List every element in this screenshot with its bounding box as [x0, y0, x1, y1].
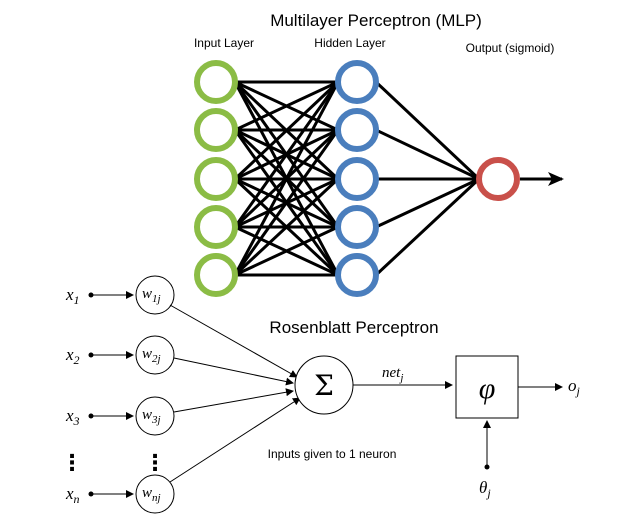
mlp-title: Multilayer Perceptron (MLP): [270, 11, 482, 30]
activation-symbol: φ: [479, 372, 496, 405]
input-hidden-edge: [234, 80, 339, 132]
hidden-output-edge: [375, 128, 480, 181]
hidden-node-3: [335, 157, 379, 201]
inputs-caption: Inputs given to 1 neuron: [268, 447, 397, 461]
input-row-3: x3 w3j: [65, 388, 294, 436]
input-hidden-edge: [233, 177, 340, 277]
input-row-n: xn wnj: [65, 397, 301, 514]
weight-to-sum-edge: [169, 397, 301, 483]
hidden-layer-label: Hidden Layer: [314, 36, 385, 50]
input-hidden-edge: [233, 81, 340, 228]
input-hidden-edge: [234, 225, 339, 277]
hidden-node-5: [335, 253, 379, 297]
ellipsis-weights: ⋮: [144, 450, 166, 475]
mlp-nodes: [194, 60, 520, 297]
input-node-5: [194, 253, 238, 297]
input-row-1: x1 w1j: [65, 275, 298, 378]
weight-to-sum-edge: [173, 388, 294, 413]
hidden-node-2: [335, 108, 379, 152]
input-node-3: [194, 157, 238, 201]
weight-label-w3j: w3j: [142, 407, 161, 426]
weight-label-w1j: w1j: [142, 286, 161, 305]
input-node-1: [194, 60, 238, 104]
weight-node-1: [135, 275, 175, 315]
output-node: [476, 157, 520, 201]
input-hidden-edge: [233, 80, 340, 181]
weight-to-sum-edge: [173, 357, 294, 386]
mlp-connections: [233, 80, 481, 277]
input-node-4: [194, 205, 238, 249]
output-layer-label: Output (sigmoid): [466, 41, 555, 55]
weight-node-n: [135, 474, 175, 514]
activation-box: [455, 355, 519, 419]
hidden-node-1: [335, 60, 379, 104]
input-label-x3: x3: [65, 406, 80, 428]
weight-node-2: [135, 335, 175, 375]
hidden-output-edge: [374, 177, 481, 277]
threshold-label: θj: [479, 478, 491, 500]
input-node-2: [194, 108, 238, 152]
rosenblatt-section: Rosenblatt Perceptron x1 w1j x2 w2j x3 w…: [61, 275, 581, 514]
hidden-node-4: [335, 205, 379, 249]
hidden-output-edge: [374, 80, 481, 181]
net-label: netj: [382, 365, 403, 384]
weight-node-3: [135, 396, 175, 436]
input-layer-label: Input Layer: [194, 36, 254, 50]
input-hidden-edge: [233, 129, 340, 276]
ellipsis-inputs: ⋮: [61, 450, 83, 475]
weight-label-w2j: w2j: [142, 346, 161, 365]
weight-to-sum-edge: [169, 304, 298, 378]
hidden-output-edge: [375, 177, 480, 229]
mlp-section: Multilayer Perceptron (MLP) Input Layer …: [194, 11, 564, 297]
input-label-x2: x2: [65, 345, 80, 367]
input-label-x1: x1: [65, 285, 80, 307]
rosenblatt-title: Rosenblatt Perceptron: [269, 318, 438, 337]
output-label: oj: [568, 376, 581, 398]
weight-label-wnj: wnj: [142, 485, 161, 504]
input-label-xn: xn: [65, 484, 80, 506]
input-hidden-edge: [233, 81, 340, 276]
input-row-2: x2 w2j: [65, 335, 294, 386]
sigma-symbol: Σ: [314, 369, 334, 402]
